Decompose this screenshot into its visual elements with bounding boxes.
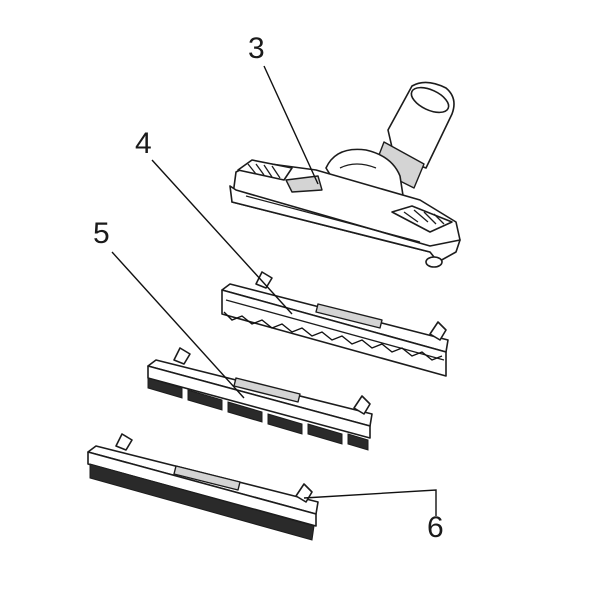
callout-label-3: 3	[248, 32, 265, 65]
nozzle-pedal-right	[391, 205, 453, 233]
swivel-joint-seam	[339, 163, 377, 169]
insert-5-tab-right	[353, 395, 371, 415]
pedal-ribs-right	[403, 209, 445, 225]
insert-4-tab-right	[429, 321, 447, 341]
insert-part-4	[221, 271, 449, 377]
leader-lines	[111, 65, 437, 516]
insert-6-slot	[173, 465, 241, 491]
insert-5-bristles-d	[267, 413, 303, 435]
callout-label-5: 5	[93, 217, 110, 250]
nozzle-base-edge	[245, 195, 421, 243]
leader-line-4	[151, 159, 293, 315]
insert-6-bristles	[89, 463, 315, 541]
nozzle-base-plate	[229, 185, 461, 263]
tube-opening	[410, 86, 450, 114]
floor-nozzle-part-3	[229, 81, 461, 268]
callout-label-6: 6	[427, 511, 444, 544]
insert-4-rail	[225, 299, 445, 361]
insert-6-tab-left	[115, 433, 133, 451]
insert-5-front	[147, 365, 371, 439]
insert-5-bristles-a	[147, 377, 183, 399]
insert-4-tab-left	[255, 271, 273, 289]
leader-line-3	[263, 65, 319, 185]
leader-line-5	[111, 251, 245, 399]
insert-5-bristles-c	[227, 401, 263, 423]
insert-5-tab-left	[173, 347, 191, 365]
insert-5-bristles-b	[187, 389, 223, 411]
insert-4-slot	[315, 303, 383, 329]
callout-label-4: 4	[135, 127, 152, 160]
insert-4-serrations	[223, 311, 443, 361]
nozzle-wheel	[425, 256, 443, 268]
insert-part-5	[147, 347, 373, 451]
insert-6-front	[87, 451, 317, 527]
pedal-ribs-left	[247, 163, 281, 179]
leader-line-6	[303, 489, 437, 516]
insert-5-bristles-f	[347, 433, 369, 451]
nozzle-recess	[285, 175, 323, 193]
insert-4-front	[221, 289, 447, 377]
insert-part-6	[87, 433, 319, 541]
insert-5-slot	[233, 377, 301, 403]
insert-5-bristles-e	[307, 423, 343, 445]
